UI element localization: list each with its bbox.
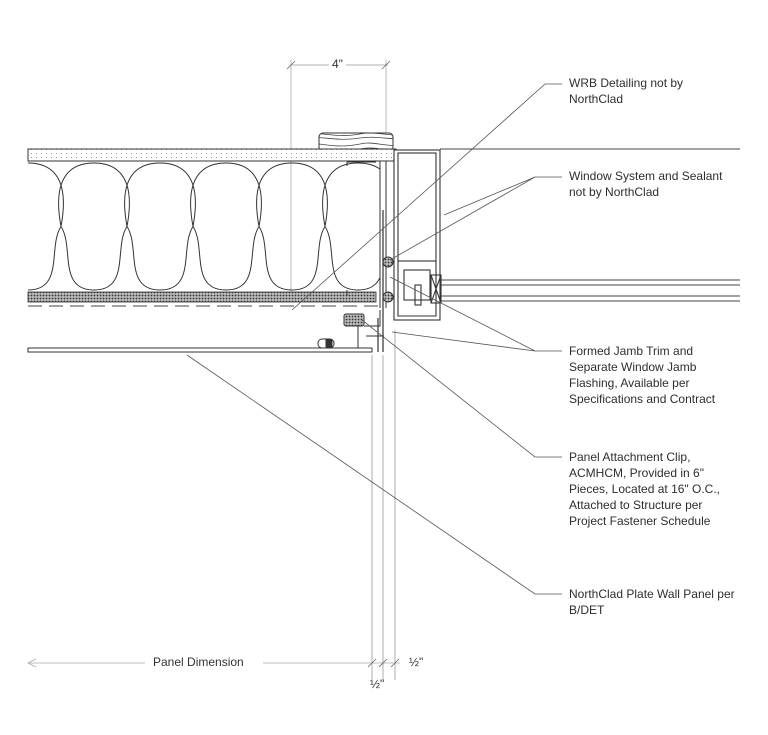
callout-window-system: Window System and Sealant not by NorthCl… [569,169,723,199]
window-frame [382,149,442,321]
callout-panel-clip: Panel Attachment Clip, ACMHCM, Provided … [569,450,721,528]
leader-jamb-trim [391,331,562,352]
panel-attachment-clip [317,310,384,349]
leader-window-system [443,176,562,216]
dimension-4in [286,60,391,300]
leader-plate-panel [186,354,562,595]
batt-insulation [28,162,380,291]
rigid-insulation-layer [27,291,377,303]
jamb-trim [377,210,384,352]
sheathing-layer [27,148,397,162]
dimension-label-panel: Panel Dimension [150,655,247,669]
leader-panel-clip [361,319,562,458]
leader-jamb-flashing [389,276,536,352]
leader-wrb [291,83,562,311]
panel-dimension-line [27,658,400,668]
dimension-extension-lines [371,330,396,680]
dimension-label-half-bottom: ½" [370,677,385,691]
callout-jamb-trim: Formed Jamb Trim and Separate Window Jam… [569,344,716,406]
leader-window-sealant [389,176,536,261]
plate-wall-panel [27,347,373,353]
framing-stud [346,161,387,308]
callout-plate-panel: NorthClad Plate Wall Panel per B/DET [569,587,735,617]
window-glazing-lines [440,148,740,302]
leader-lines [186,83,562,595]
dimension-label-half-right: ½" [409,655,424,669]
wood-blocking [318,132,394,152]
callout-wrb-detailing: WRB Detailing not by NorthClad [569,76,684,106]
dimension-label-4in: 4" [329,57,346,71]
